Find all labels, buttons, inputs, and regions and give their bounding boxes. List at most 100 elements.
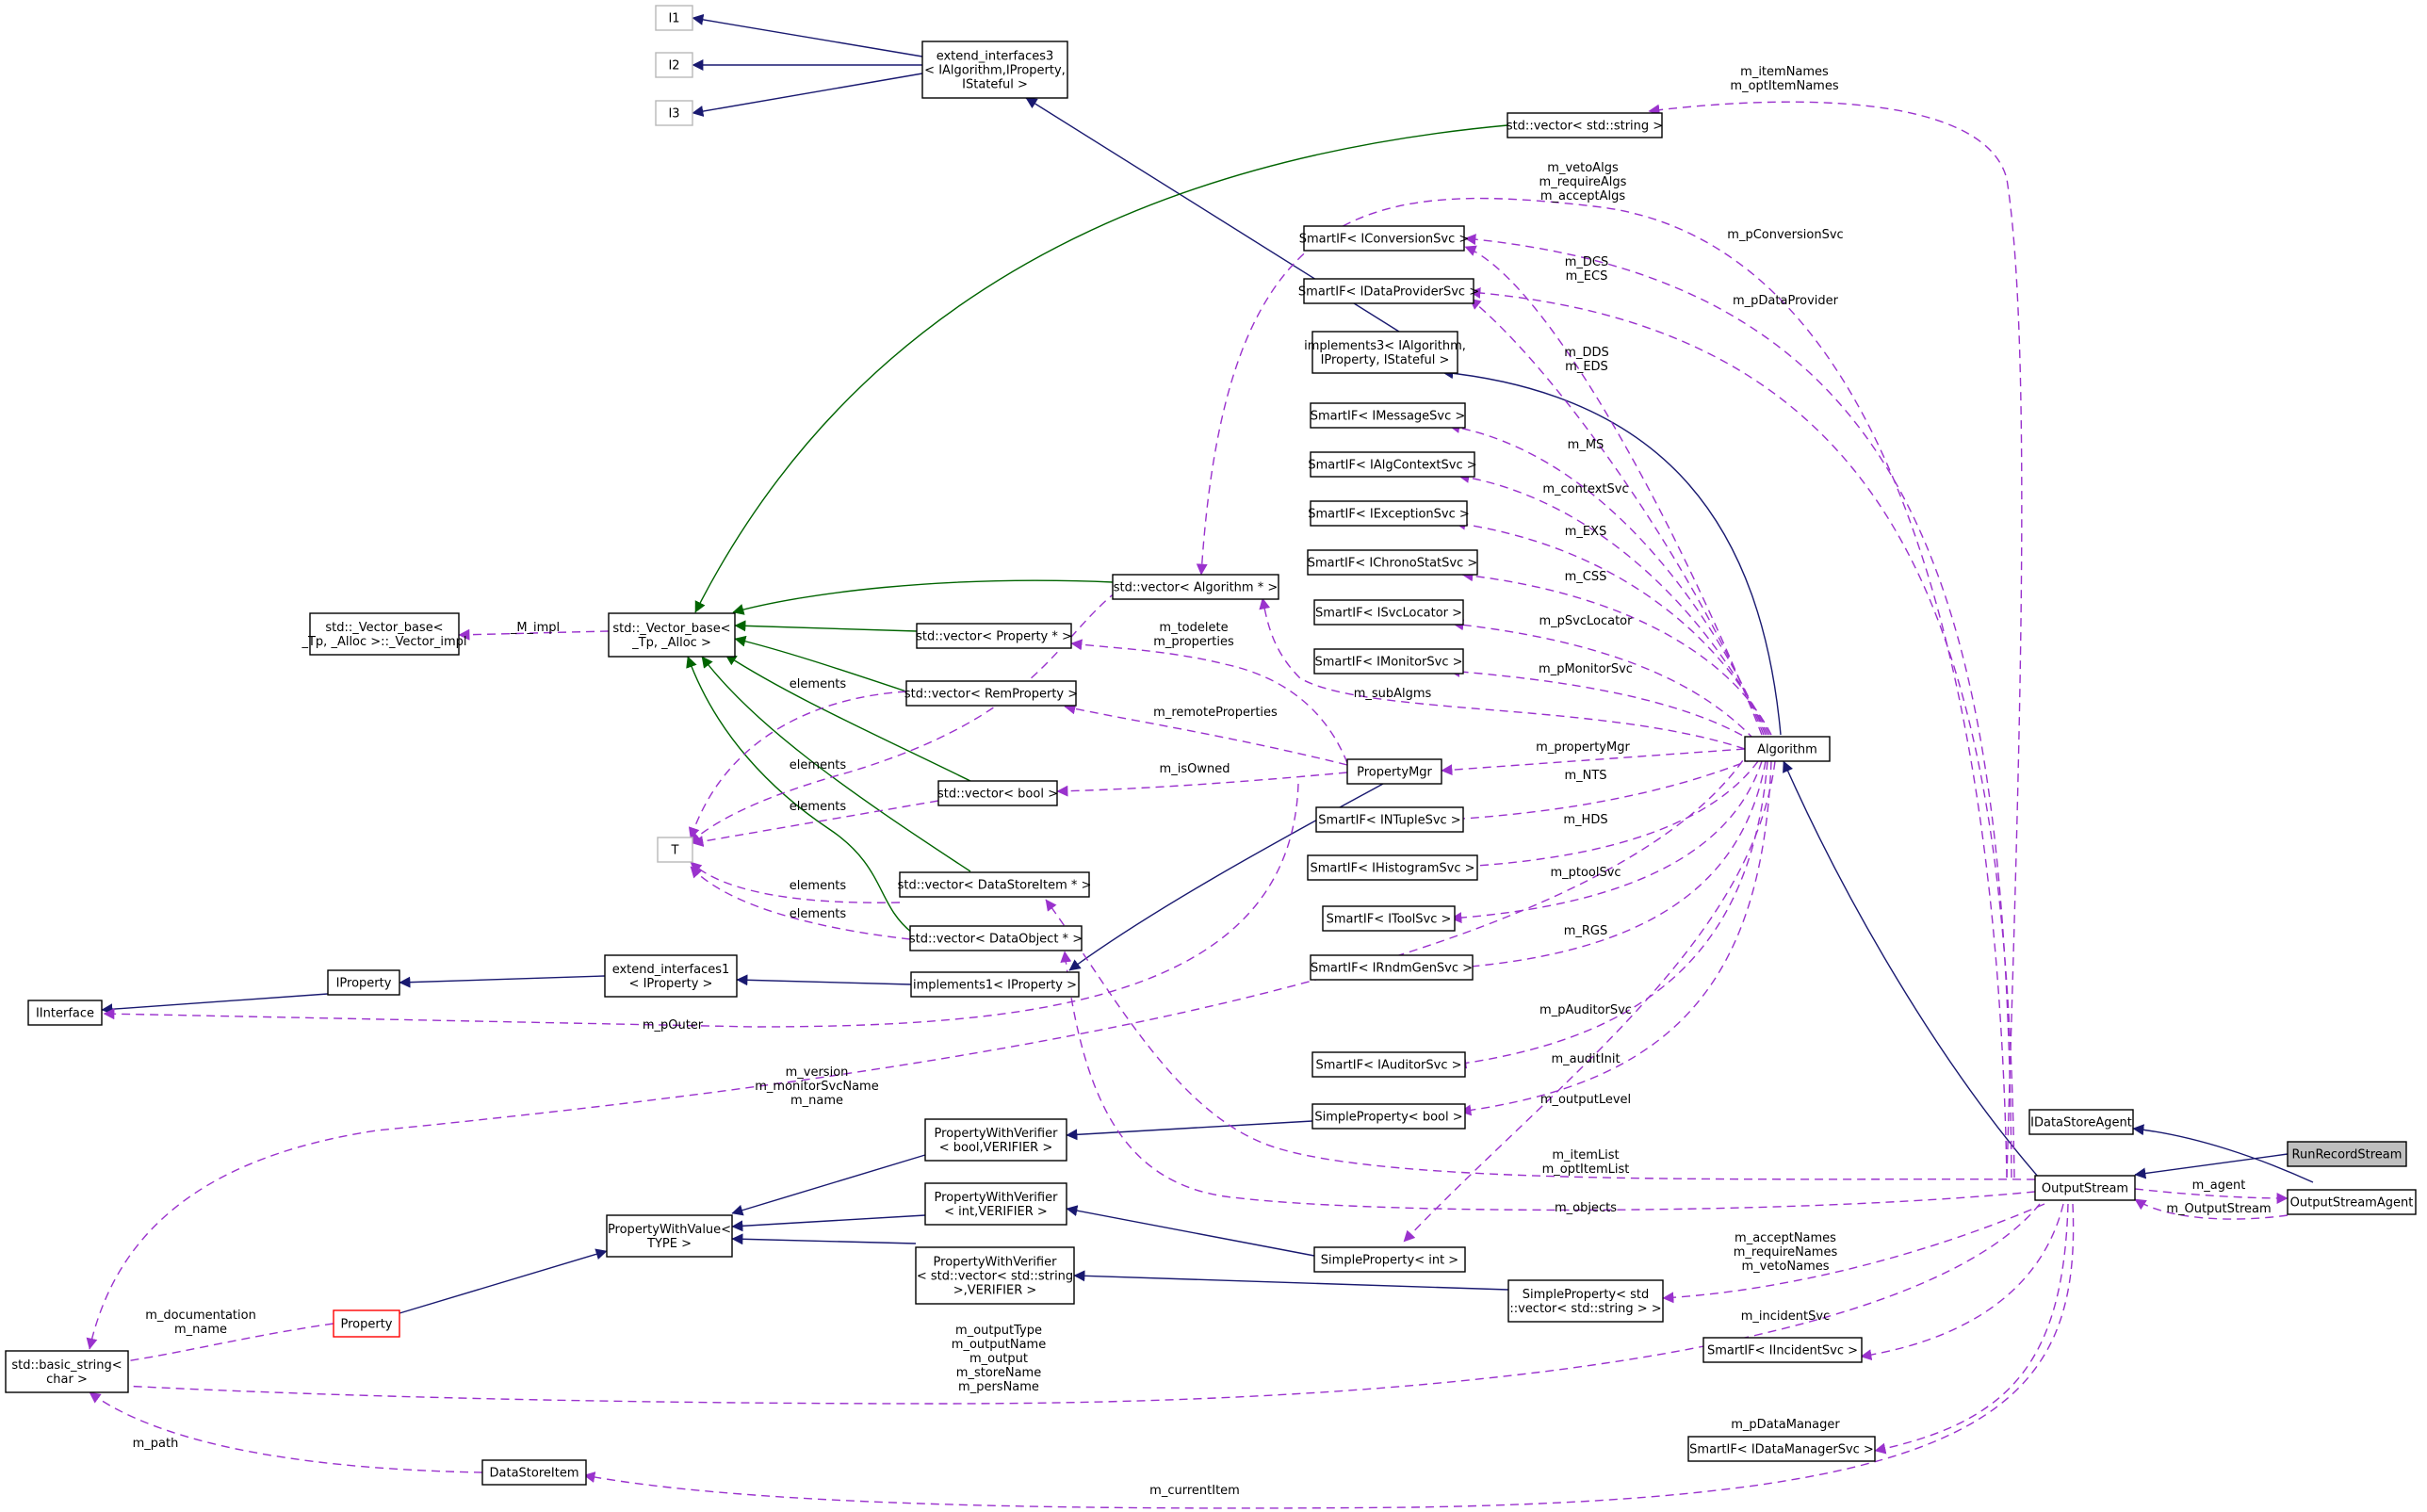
edge-use-el4 [690, 861, 901, 903]
node-dataprov[interactable]: SmartIF< IDataProviderSvc > [1298, 278, 1479, 304]
node-pwvval[interactable]: PropertyWithValue<TYPE > [606, 1214, 733, 1258]
node-auditor[interactable]: SmartIF< IAuditorSvc > [1311, 1051, 1466, 1078]
node-monitor[interactable]: SmartIF< IMonitorSvc > [1313, 648, 1464, 675]
node-pwvint[interactable]: PropertyWithVerifier< int,VERIFIER > [924, 1182, 1067, 1226]
node-datamgr[interactable]: SmartIF< IDataManagerSvc > [1687, 1436, 1876, 1462]
node-vecimpl[interactable]: std::_Vector_base<_Tp, _Alloc >::_Vector… [301, 612, 467, 656]
node-vecbase[interactable]: std::_Vector_base<_Tp, _Alloc > [608, 612, 736, 658]
edge-use-el2 [689, 591, 1117, 844]
node-tool[interactable]: SmartIF< IToolSvc > [1322, 905, 1456, 932]
edge-label-el1: elements [790, 677, 847, 691]
edge-use-svcloc [1452, 619, 1755, 740]
edge-label-ms: m_MS [1568, 438, 1604, 452]
node-iinterface[interactable]: IInterface [27, 1000, 103, 1026]
node-label-iproperty: IProperty [336, 977, 392, 991]
edge-label-version: m_monitorSvcName [755, 1080, 878, 1094]
edge-ext1-iproperty [399, 975, 606, 988]
node-impl1[interactable]: implements1< IProperty > [910, 971, 1080, 998]
node-algctx[interactable]: SmartIF< IAlgContextSvc > [1308, 451, 1477, 478]
edge-use-vetoalgs [1196, 197, 2008, 1179]
node-pwvbool[interactable]: PropertyWithVerifier< bool,VERIFIER > [924, 1118, 1067, 1162]
node-I1[interactable]: I1 [655, 5, 693, 31]
node-outstream[interactable]: OutputStream [2034, 1175, 2136, 1201]
node-spint[interactable]: SimpleProperty< int > [1313, 1246, 1466, 1273]
edge-label-isowned: m_isOwned [1160, 762, 1230, 776]
node-I2[interactable]: I2 [655, 52, 693, 78]
node-I3[interactable]: I3 [655, 100, 693, 126]
node-propmgr[interactable]: PropertyMgr [1346, 758, 1442, 785]
node-incident[interactable]: SmartIF< IIncidentSvc > [1702, 1337, 1863, 1363]
node-box-vecimpl [309, 612, 460, 656]
node-box-exc [1310, 500, 1468, 527]
node-box-vecprop [916, 623, 1072, 649]
edge-use-ms [1448, 422, 1767, 736]
node-box-spbool [1311, 1103, 1466, 1130]
node-vecbool[interactable]: std::vector< bool > [937, 780, 1058, 806]
node-exc[interactable]: SmartIF< IExceptionSvc > [1308, 500, 1470, 527]
node-label-basicstr: char > [46, 1373, 88, 1387]
node-vecprop[interactable]: std::vector< Property * > [916, 623, 1072, 649]
node-chrono[interactable]: SmartIF< IChronoStatSvc > [1307, 549, 1478, 576]
node-basicstr[interactable]: std::basic_string<char > [5, 1350, 129, 1393]
node-vecrem[interactable]: std::vector< RemProperty > [904, 680, 1078, 707]
node-label-spint: SimpleProperty< int > [1321, 1254, 1458, 1268]
node-rndm[interactable]: SmartIF< IRndmGenSvc > [1310, 954, 1474, 981]
node-label-property: Property [340, 1318, 392, 1332]
node-label-vecbase: _Tp, _Alloc > [631, 636, 711, 650]
edge-label-outtype: m_output [969, 1352, 1028, 1366]
node-histo[interactable]: SmartIF< IHistogramSvc > [1307, 854, 1478, 881]
node-label-vecstr: std::vector< std::string > [1507, 120, 1663, 134]
edge-label-el2: elements [790, 758, 847, 772]
node-spbool[interactable]: SimpleProperty< bool > [1311, 1103, 1466, 1130]
node-svcloc[interactable]: SmartIF< ISvcLocator > [1313, 599, 1464, 626]
edge-label-svcloc: m_pSvcLocator [1539, 614, 1634, 628]
node-box-ext3 [921, 41, 1068, 99]
node-iproperty[interactable]: IProperty [327, 969, 400, 996]
node-label-pwvint: PropertyWithVerifier [935, 1191, 1059, 1205]
edge-label-monitor: m_pMonitorSvc [1539, 662, 1633, 676]
node-box-I3 [655, 100, 693, 126]
node-rrs[interactable]: RunRecordStream [2287, 1141, 2407, 1167]
node-ext3[interactable]: extend_interfaces3< IAlgorithm,IProperty… [921, 41, 1068, 99]
node-idsa[interactable]: IDataStoreAgent [2028, 1109, 2134, 1135]
node-ext1[interactable]: extend_interfaces1< IProperty > [604, 954, 738, 998]
node-osa[interactable]: OutputStreamAgent [2287, 1189, 2417, 1215]
node-label-monitor: SmartIF< IMonitorSvc > [1314, 656, 1462, 670]
node-ntuple[interactable]: SmartIF< INTupleSvc > [1315, 806, 1464, 833]
edge-label-propmgr: m_propertyMgr [1536, 740, 1630, 755]
edge-label-itemlist: m_itemList [1552, 1148, 1619, 1162]
node-vecdo[interactable]: std::vector< DataObject * > [909, 925, 1083, 951]
node-label-tool: SmartIF< IToolSvc > [1327, 913, 1452, 927]
node-conv[interactable]: SmartIF< IConversionSvc > [1299, 225, 1470, 252]
node-dsi[interactable]: DataStoreItem [481, 1459, 587, 1486]
edge-label-acceptnames: m_vetoNames [1741, 1260, 1829, 1274]
node-algorithm[interactable]: Algorithm [1744, 736, 1831, 762]
edge-use-ptool [1450, 760, 1763, 924]
node-msg[interactable]: SmartIF< IMessageSvc > [1310, 402, 1466, 429]
edge-use-pdatamgr [1874, 1203, 2069, 1455]
node-label-histo: SmartIF< IHistogramSvc > [1310, 862, 1474, 876]
edge-label-css: m_CSS [1565, 570, 1607, 584]
edge-use-mimpl [458, 628, 610, 641]
edge-label-el3: elements [790, 800, 847, 814]
node-property[interactable]: Property [333, 1309, 400, 1338]
edge-label-pouter: m_pOuter [643, 1018, 704, 1032]
node-T[interactable]: T [657, 837, 693, 863]
edge-use-hds [1461, 760, 1759, 872]
node-label-chrono: SmartIF< IChronoStatSvc > [1308, 557, 1478, 571]
edge-label-outtype: m_outputType [955, 1324, 1042, 1338]
node-impl3[interactable]: implements3< IAlgorithm,IProperty, IStat… [1304, 331, 1466, 374]
node-spvec[interactable]: SimpleProperty< std::vector< std::string… [1507, 1279, 1664, 1323]
node-box-algorithm [1744, 736, 1831, 762]
node-vecalg[interactable]: std::vector< Algorithm * > [1112, 574, 1279, 600]
edge-use-remote [1064, 703, 1348, 766]
edge-label-outtype: m_storeName [956, 1366, 1041, 1380]
edge-label-incident: m_incidentSvc [1741, 1309, 1830, 1324]
edge-label-agent: m_agent [2192, 1179, 2246, 1193]
edge-label-path: m_path [133, 1437, 179, 1451]
node-vecstr[interactable]: std::vector< std::string > [1507, 112, 1663, 138]
node-pwvstr[interactable]: PropertyWithVerifier< std::vector< std::… [915, 1246, 1075, 1305]
node-vecdsi[interactable]: std::vector< DataStoreItem * > [898, 871, 1092, 898]
node-label-pwvbool: PropertyWithVerifier [935, 1127, 1059, 1141]
